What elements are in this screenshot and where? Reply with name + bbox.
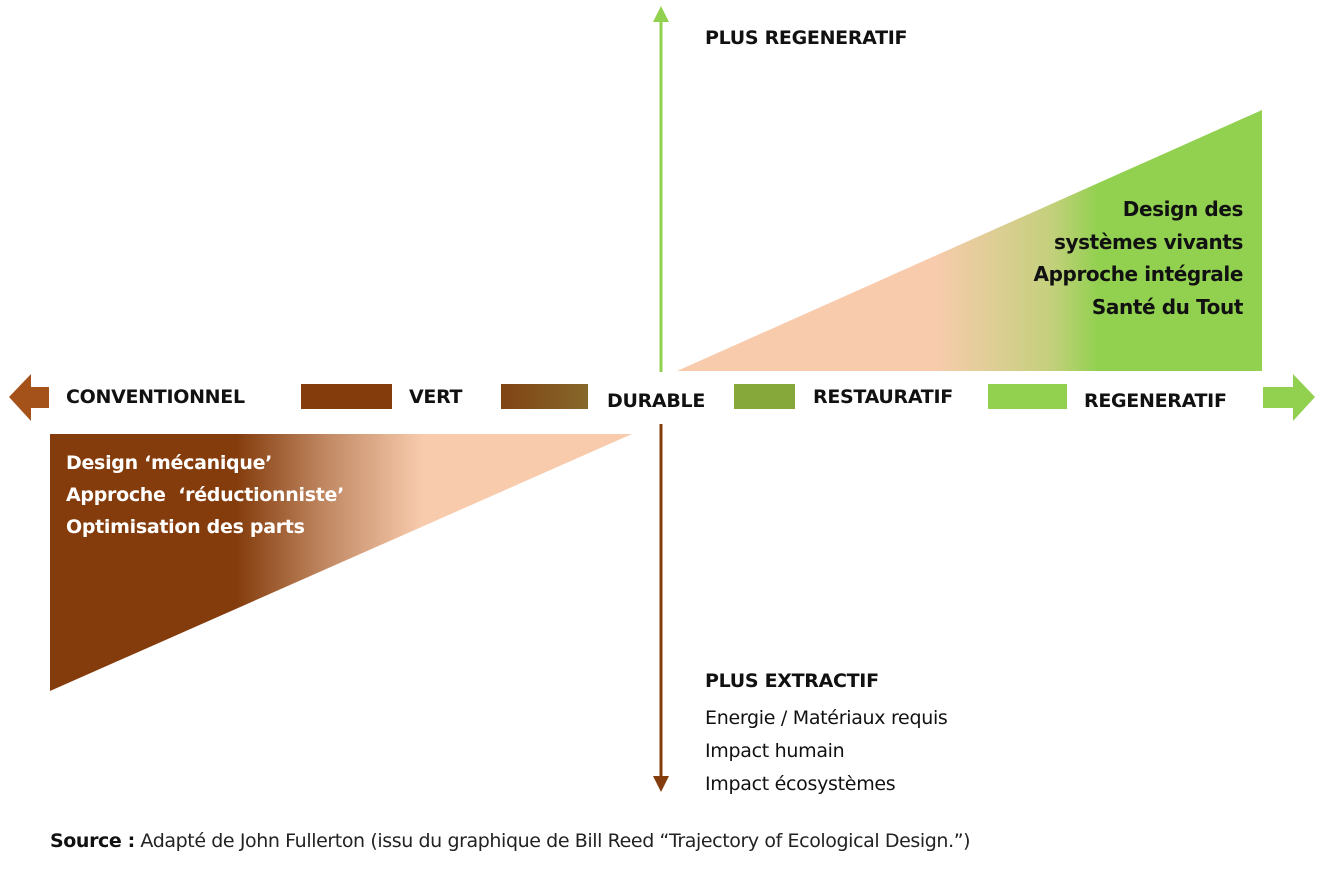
regenerative-line: Approche intégrale <box>1033 262 1244 286</box>
conventional-wedge-text: Design ‘mécanique’ Approche ‘réductionni… <box>66 447 344 543</box>
scale-bar-restauratif <box>734 384 795 409</box>
conventional-wedge <box>50 434 632 691</box>
conventional-line: Approche ‘réductionniste’ <box>66 484 345 506</box>
scale-bar-durable <box>501 384 588 409</box>
scale-bar-vert <box>301 384 392 409</box>
arrow-right-icon <box>1263 374 1315 421</box>
source-text: Adapté de John Fullerton (issu du graphi… <box>134 830 971 852</box>
extractive-impact-list: Energie / Matériaux requis Impact humain… <box>705 702 948 801</box>
arrow-down-icon <box>653 776 669 792</box>
source-label: Source : <box>50 830 135 852</box>
stage-restauratif: RESTAURATIF <box>813 386 953 408</box>
arrow-up-icon <box>653 6 669 22</box>
regenerative-line: Design des <box>1122 197 1244 221</box>
axis-top-label: PLUS REGENERATIF <box>705 27 908 49</box>
stage-durable: DURABLE <box>607 390 706 412</box>
arrow-left-icon <box>9 374 49 421</box>
conventional-line: Optimisation des parts <box>66 516 305 538</box>
regenerative-line: systèmes vivants <box>1054 229 1243 254</box>
regenerative-wedge-text: Design des systèmes vivants Approche int… <box>1033 193 1244 323</box>
extractive-item: Impact écosystèmes <box>705 773 896 795</box>
stage-regeneratif: REGENERATIF <box>1084 390 1227 412</box>
regenerative-line: Santé du Tout <box>1091 294 1243 319</box>
scale-bar-regeneratif <box>988 384 1067 409</box>
regenerative-wedge <box>677 110 1262 371</box>
stage-conventionnel: CONVENTIONNEL <box>66 386 245 408</box>
extractive-item: Impact humain <box>705 740 845 762</box>
source-caption: Source : Adapté de John Fullerton (issu … <box>50 830 971 852</box>
extractive-item: Energie / Matériaux requis <box>705 707 948 729</box>
stage-vert: VERT <box>409 386 463 408</box>
conventional-line: Design ‘mécanique’ <box>66 452 273 474</box>
axis-bottom-label: PLUS EXTRACTIF <box>705 670 879 692</box>
